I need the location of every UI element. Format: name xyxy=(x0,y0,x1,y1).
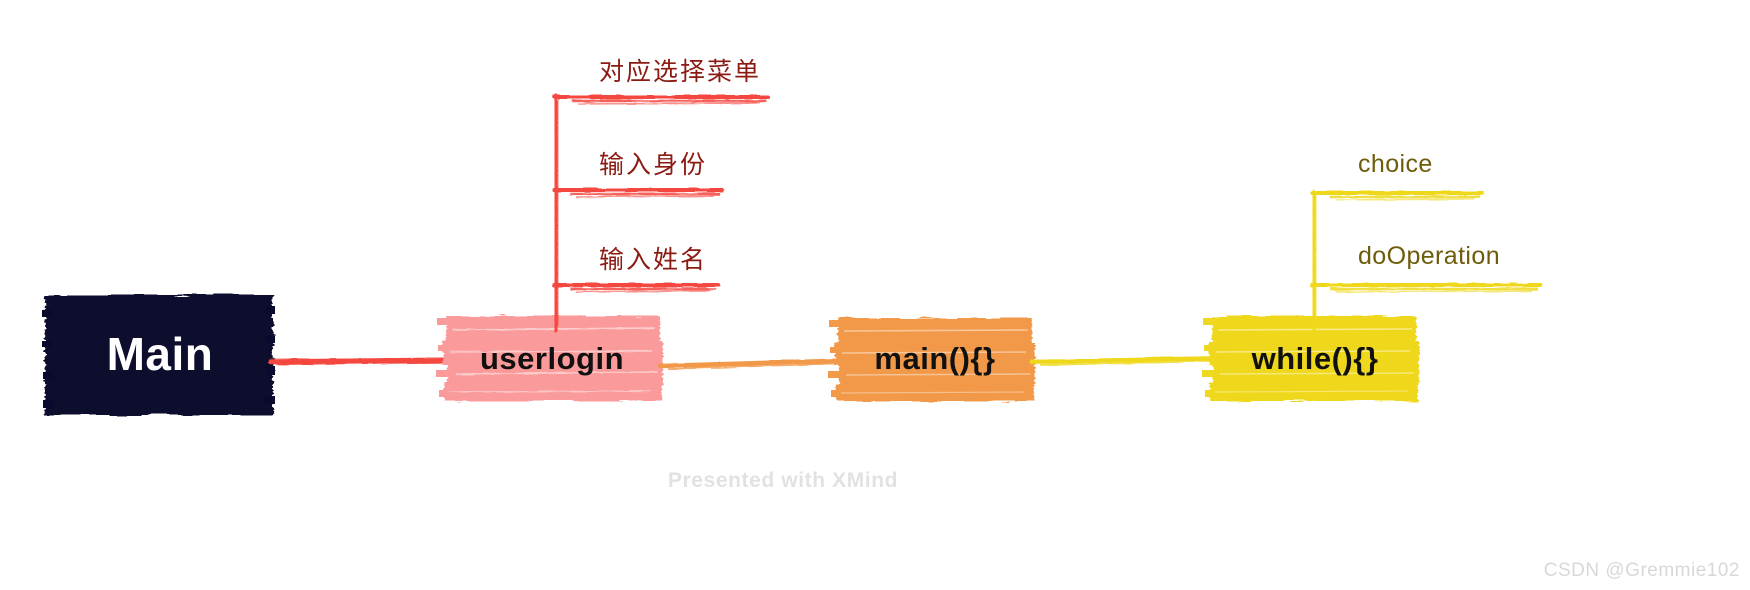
branch-label-select-menu[interactable]: 对应选择菜单 xyxy=(599,58,762,86)
xmind-watermark: Presented with XMind xyxy=(667,469,899,492)
branch-label-input-name[interactable]: 输入姓名 xyxy=(599,246,708,274)
branch-label-dooperation[interactable]: doOperation xyxy=(1358,242,1500,270)
node-root-label[interactable]: Main xyxy=(106,328,214,380)
node-userlogin-label[interactable]: userlogin xyxy=(479,341,624,376)
node-while-label[interactable]: while(){} xyxy=(1251,341,1379,376)
node-main-label[interactable]: main(){} xyxy=(874,341,996,376)
branch-label-input-identity[interactable]: 输入身份 xyxy=(599,151,708,179)
csdn-watermark: CSDN @Gremmie102 xyxy=(1543,560,1740,581)
branch-label-choice[interactable]: choice xyxy=(1358,150,1433,178)
